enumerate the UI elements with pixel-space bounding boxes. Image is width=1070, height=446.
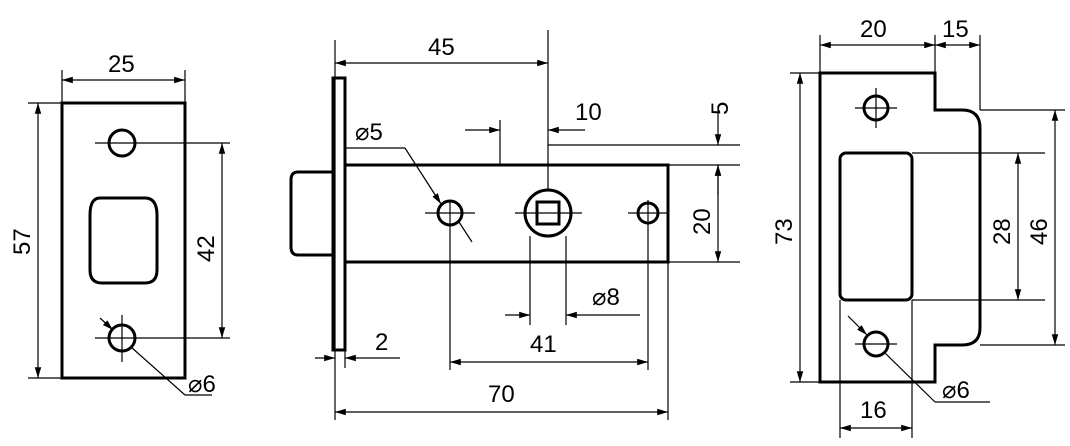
strike-plate-outline [60,101,187,380]
dim-spindle: ⌀8 [592,284,620,311]
dim-backset: 45 [428,34,455,61]
dim-slot-width: 16 [860,397,887,424]
dim-slot-height: 28 [989,218,1016,245]
latch-body [343,163,670,264]
dim-lip: 15 [942,16,969,43]
dim-hole-diameter: ⌀6 [188,371,216,398]
dim-height: 57 [9,228,36,255]
dim-body-height: 20 [689,208,716,235]
keeper-plate-view: 20 15 73 28 46 16 ⌀6 [771,16,1065,438]
dim-hole-spacing: 41 [530,331,557,358]
dim-offset: 10 [575,99,602,126]
dim-top-offset: 5 [707,102,734,115]
dim-keeper-width: 20 [860,16,887,43]
dim-keeper-height: 73 [771,218,798,245]
dim-lip-height: 46 [1026,218,1053,245]
strike-plate-view: 25 57 42 ⌀6 [9,51,230,398]
dim-length: 70 [488,381,515,408]
keeper-outline [818,71,982,384]
keeper-slot [838,151,914,302]
dim-pin-hole-diameter: ⌀5 [355,119,383,146]
latch-bolt [289,170,333,257]
latch-view: 45 ⌀5 10 5 20 ⌀8 41 2 70 [289,30,740,420]
latch-opening [88,196,159,285]
dim-keeper-hole-diameter: ⌀6 [942,377,970,404]
dim-faceplate-thickness: 2 [375,329,388,356]
dim-hole-spacing: 42 [193,235,220,262]
dim-width: 25 [108,51,135,78]
